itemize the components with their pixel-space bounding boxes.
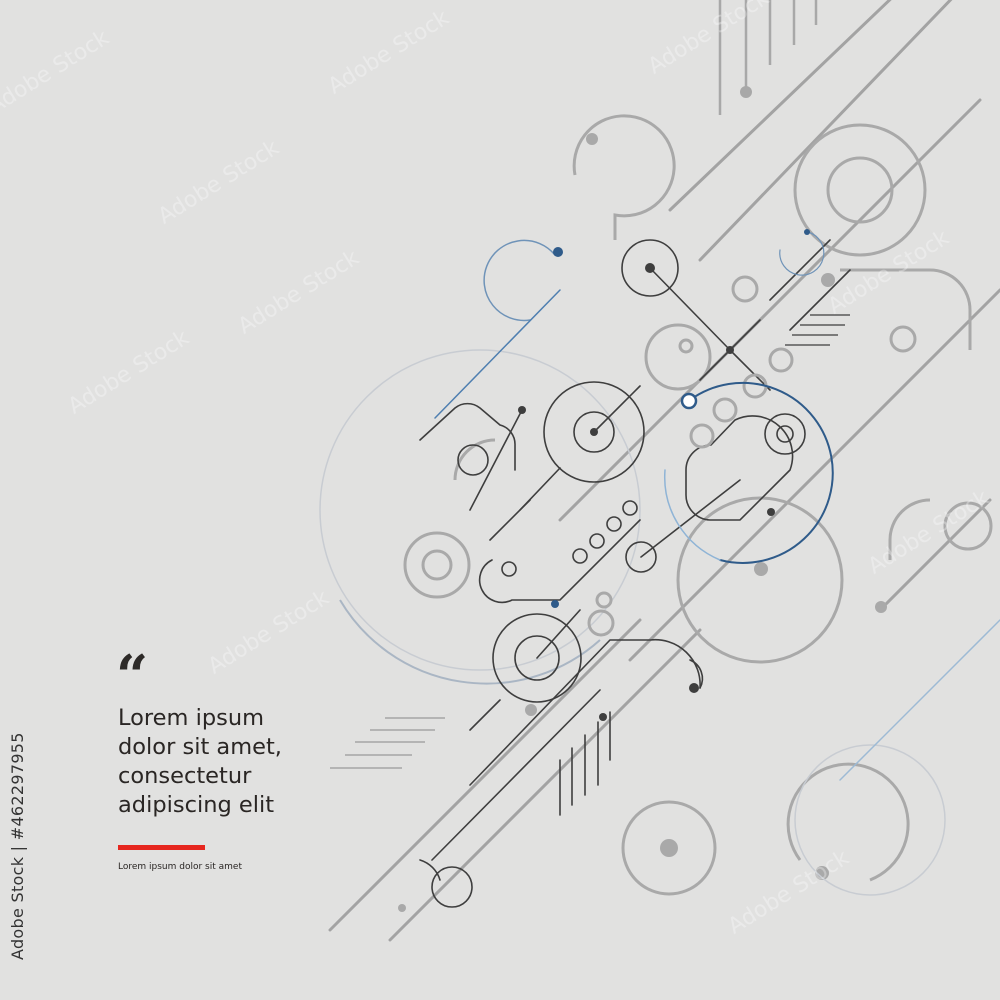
blue-accents: [434, 231, 1000, 781]
headline-line: dolor sit amet,: [118, 734, 282, 760]
headline-text: Lorem ipsum dolor sit amet, consectetur …: [118, 704, 348, 820]
stock-id-label: Adobe Stock | #462297955: [8, 732, 27, 960]
red-divider: [118, 845, 205, 850]
headline-line: adipiscing elit: [118, 792, 275, 818]
light-diagonal-lines: [328, 0, 1000, 942]
subline-text: Lorem ipsum dolor sit amet: [118, 862, 242, 872]
headline-line: Lorem ipsum: [118, 705, 265, 731]
top-ticks: [718, 0, 818, 115]
light-circles: [403, 114, 993, 896]
dark-lines: [419, 239, 851, 908]
headline-line: consectetur: [118, 763, 252, 789]
quote-mark-icon: “: [116, 643, 148, 709]
